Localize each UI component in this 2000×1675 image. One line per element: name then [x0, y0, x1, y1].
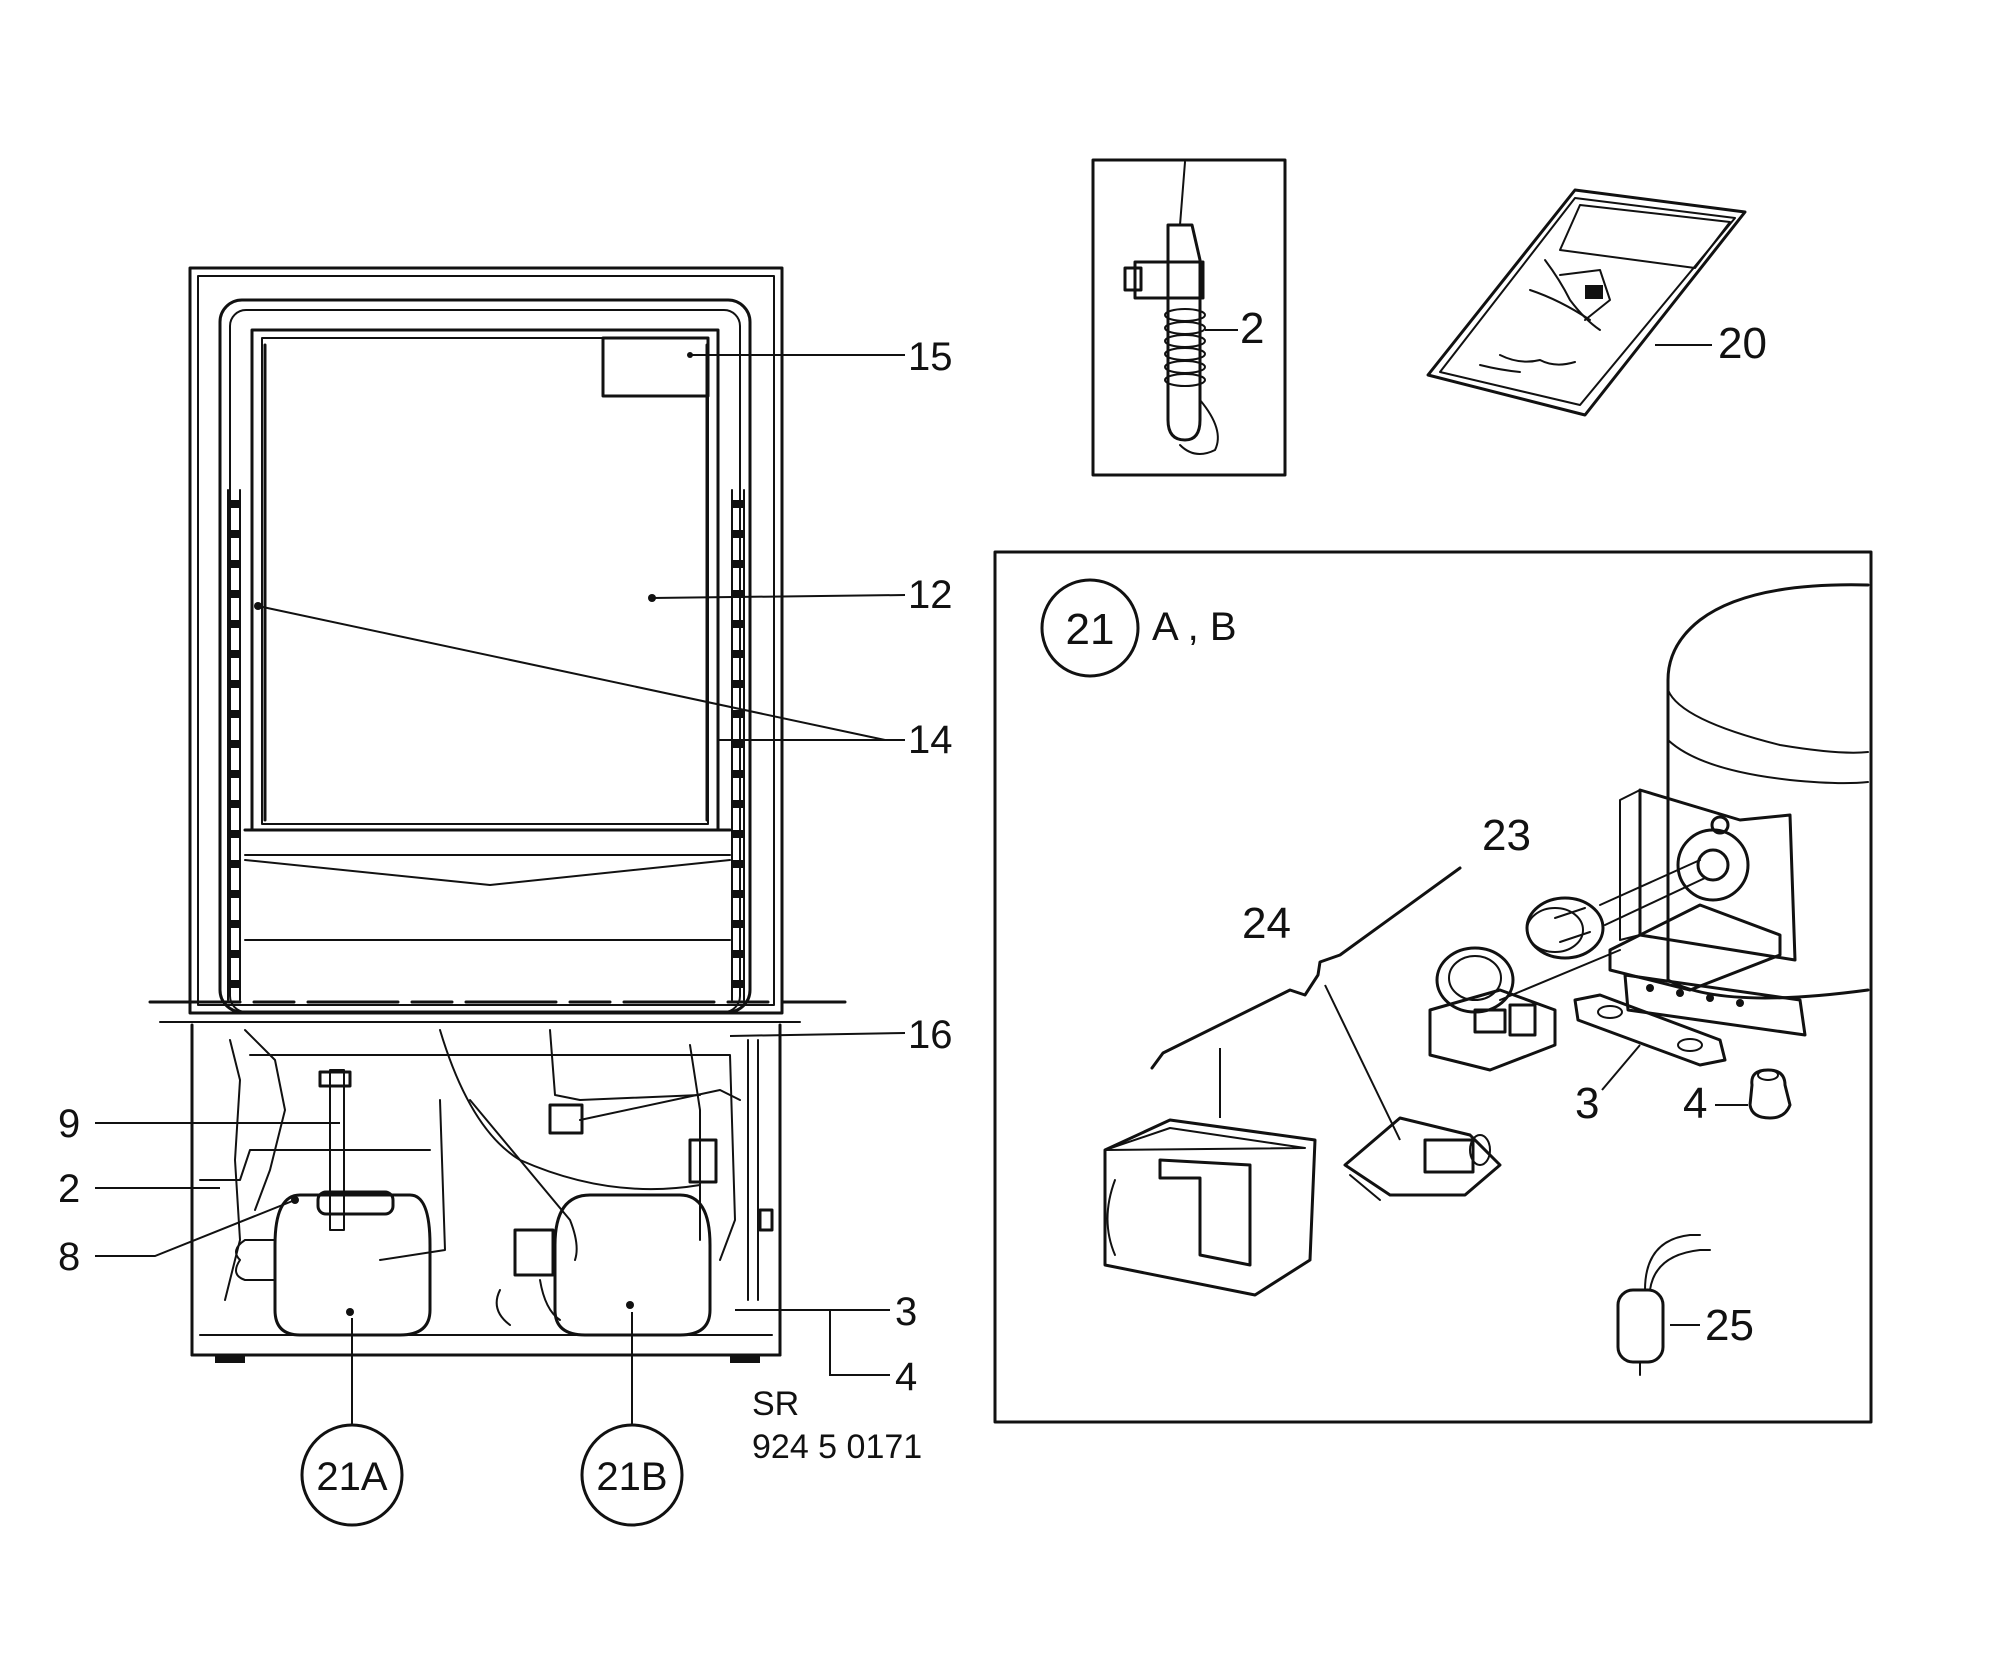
- part-4-grommet: [1748, 1068, 1792, 1120]
- gasket-ladder-left: [227, 489, 241, 1001]
- label-14: 14: [908, 718, 953, 762]
- label-9: 9: [58, 1102, 80, 1146]
- part-23-overload: [1525, 859, 1706, 960]
- balloon-21a: [300, 1423, 404, 1527]
- relay-connector: [548, 1103, 584, 1135]
- balloon-21: [1040, 578, 1140, 678]
- cabinet-outer-frame: [188, 266, 784, 1015]
- compressor-parts-box: [993, 550, 1873, 1424]
- label-21: 21: [1066, 605, 1115, 654]
- leader-lines-left: [95, 354, 906, 1425]
- label-3-right: 3: [1575, 1079, 1599, 1128]
- part-25-capacitor: [1616, 1234, 1711, 1376]
- part-24-cover: [1103, 1118, 1317, 1297]
- label-15: 15: [908, 335, 953, 379]
- label-2-inset: 2: [1240, 304, 1264, 353]
- compressor-body: [1608, 583, 1870, 1037]
- capacitor-box: [513, 1228, 555, 1277]
- inset-thermostat-sensor: [1091, 158, 1287, 477]
- label-25: 25: [1705, 1301, 1754, 1350]
- label-ab: A , B: [1152, 605, 1237, 649]
- label-3-left: 3: [895, 1290, 917, 1334]
- label-4-right: 4: [1683, 1079, 1707, 1128]
- part-3-bracket: [1573, 993, 1727, 1067]
- gasket-ladder-right: [731, 489, 745, 1001]
- label-4-left: 4: [895, 1355, 917, 1399]
- part-24-relay: [1428, 946, 1621, 1072]
- machine-compartment: [190, 1023, 782, 1363]
- label-2-left: 2: [58, 1167, 80, 1211]
- compressor-21a: [235, 1190, 432, 1337]
- balloon-21b: [580, 1423, 684, 1527]
- label-16: 16: [908, 1013, 953, 1057]
- compressor-21b: [495, 1193, 712, 1337]
- freezer-compartment: [601, 336, 710, 398]
- label-23: 23: [1482, 811, 1531, 860]
- instruction-manual: [1426, 188, 1747, 417]
- label-24: 24: [1242, 899, 1291, 948]
- label-21a: 21A: [316, 1455, 387, 1499]
- door-seal: [218, 298, 752, 1014]
- label-8: 8: [58, 1235, 80, 1279]
- inner-liner: [250, 328, 720, 832]
- label-12: 12: [908, 573, 953, 617]
- label-21b: 21B: [596, 1455, 667, 1499]
- part-24-clip: [1343, 1116, 1502, 1201]
- model-number: 924 5 0171: [752, 1428, 922, 1466]
- refrigerator-cabinet-drawing: [148, 266, 847, 1363]
- label-sr: SR: [752, 1385, 799, 1423]
- label-20: 20: [1718, 319, 1767, 368]
